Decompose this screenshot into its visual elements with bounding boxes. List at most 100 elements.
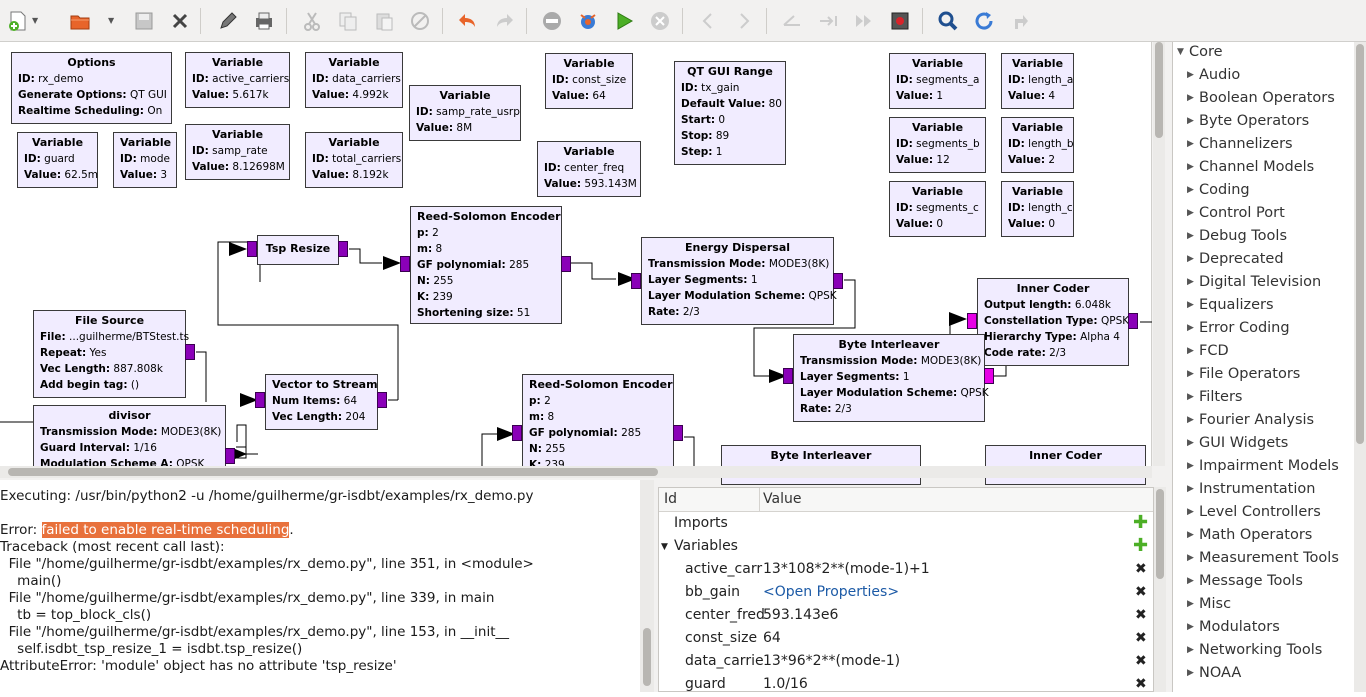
- collapse-triangle-icon[interactable]: ▶: [1187, 300, 1194, 310]
- screenshot-icon[interactable]: [886, 7, 914, 35]
- new-document-icon[interactable]: [4, 7, 32, 35]
- bypass-icon[interactable]: [850, 7, 878, 35]
- flowgraph-canvas[interactable]: Options ID: rx_demo Generate Options: QT…: [0, 42, 1152, 485]
- open-properties-link[interactable]: <Open Properties>: [763, 584, 900, 600]
- block-variable-const-size[interactable]: Variable ID: const_size Value: 64: [545, 53, 633, 109]
- variables-scrollbar[interactable]: [1154, 487, 1166, 692]
- search-icon[interactable]: [934, 7, 962, 35]
- redo-icon[interactable]: [490, 7, 518, 35]
- collapse-triangle-icon[interactable]: ▶: [1187, 507, 1194, 517]
- output-port[interactable]: [833, 273, 843, 289]
- collapse-triangle-icon[interactable]: ▶: [1187, 668, 1194, 678]
- remove-variable-icon[interactable]: ✖: [1135, 676, 1147, 692]
- input-port[interactable]: [512, 425, 522, 441]
- block-variable-length-a[interactable]: Variable ID: length_a Value: 4: [1001, 53, 1074, 109]
- block-variable-length-c[interactable]: Variable ID: length_c Value: 0: [1001, 181, 1074, 237]
- block-variable-segments-c[interactable]: Variable ID: segments_c Value: 0: [889, 181, 986, 237]
- input-port[interactable]: [783, 368, 793, 384]
- block-variable-active-carriers[interactable]: Variable ID: active_carriers Value: 5.61…: [185, 52, 290, 108]
- collapse-triangle-icon[interactable]: ▶: [1187, 323, 1194, 333]
- close-icon[interactable]: [166, 7, 194, 35]
- block-file-source[interactable]: File Source File: ...guilherme/BTStest.t…: [33, 310, 189, 398]
- input-port[interactable]: [967, 313, 977, 329]
- block-variable-samp-rate[interactable]: Variable ID: samp_rate Value: 8.12698M: [185, 124, 290, 180]
- block-byte-interleaver-2[interactable]: Byte Interleaver: [721, 445, 921, 485]
- block-variable-samp-rate-usrp[interactable]: Variable ID: samp_rate_usrp Value: 8M: [409, 85, 521, 141]
- delete-icon[interactable]: [406, 7, 434, 35]
- remove-variable-icon[interactable]: ✖: [1135, 653, 1147, 669]
- block-variable-mode[interactable]: Variable ID: mode Value: 3: [113, 132, 177, 188]
- open-dropdown-chevron-icon[interactable]: ▼: [108, 16, 115, 25]
- variable-row[interactable]: active_carr 13*108*2**(mode-1)+1 ✖: [659, 559, 1155, 582]
- collapse-triangle-icon[interactable]: ▶: [1187, 70, 1194, 80]
- undo-icon[interactable]: [454, 7, 482, 35]
- collapse-triangle-icon[interactable]: ▶: [1187, 231, 1194, 241]
- canvas-vertical-scrollbar[interactable]: [1153, 42, 1165, 466]
- collapse-triangle-icon[interactable]: ▶: [1187, 93, 1194, 103]
- input-port[interactable]: [255, 392, 265, 408]
- remove-variable-icon[interactable]: ✖: [1135, 607, 1147, 623]
- block-variable-data-carriers[interactable]: Variable ID: data_carriers Value: 4.992k: [305, 52, 403, 108]
- canvas-horizontal-scrollbar[interactable]: [0, 466, 1152, 478]
- print-icon[interactable]: [250, 7, 278, 35]
- output-port[interactable]: [338, 241, 348, 257]
- library-scrollbar[interactable]: [1354, 42, 1366, 692]
- rotate-left-icon[interactable]: [778, 7, 806, 35]
- block-options[interactable]: Options ID: rx_demo Generate Options: QT…: [11, 52, 172, 124]
- variable-row[interactable]: const_size 64 ✖: [659, 628, 1155, 651]
- console-output[interactable]: Executing: /usr/bin/python2 -u /home/gui…: [0, 480, 640, 692]
- collapse-triangle-icon[interactable]: ▶: [1187, 392, 1194, 402]
- column-header-value[interactable]: Value: [763, 491, 802, 507]
- back-icon[interactable]: [694, 7, 722, 35]
- output-port[interactable]: [561, 256, 571, 272]
- collapse-triangle-icon[interactable]: ▶: [1187, 438, 1194, 448]
- block-tsp-resize[interactable]: Tsp Resize: [257, 235, 339, 265]
- paste-icon[interactable]: [370, 7, 398, 35]
- remove-variable-icon[interactable]: ✖: [1135, 630, 1147, 646]
- tree-row-imports[interactable]: Imports ✚: [659, 512, 1155, 536]
- collapse-triangle-icon[interactable]: ▶: [1187, 622, 1194, 632]
- variables-panel[interactable]: Id Value Imports ✚ ▼ Variables ✚ active_…: [658, 487, 1154, 692]
- block-variable-total-carriers[interactable]: Variable ID: total_carriers Value: 8.192…: [305, 132, 403, 188]
- collapse-triangle-icon[interactable]: ▶: [1187, 576, 1194, 586]
- input-port[interactable]: [247, 241, 257, 257]
- input-port[interactable]: [631, 273, 641, 289]
- block-vector-to-stream[interactable]: Vector to Stream Num Items: 64 Vec Lengt…: [265, 374, 378, 430]
- collapse-triangle-icon[interactable]: ▶: [1187, 484, 1194, 494]
- collapse-triangle-icon[interactable]: ▶: [1187, 530, 1194, 540]
- variable-row[interactable]: guard 1.0/16 ✖: [659, 674, 1155, 697]
- enable-block-icon[interactable]: [574, 7, 602, 35]
- reload-icon[interactable]: [970, 7, 998, 35]
- remove-variable-icon[interactable]: ✖: [1135, 561, 1147, 577]
- collapse-triangle-icon[interactable]: ▶: [1187, 415, 1194, 425]
- collapse-triangle-icon[interactable]: ▶: [1187, 346, 1194, 356]
- block-variable-guard[interactable]: Variable ID: guard Value: 62.5m: [17, 132, 98, 188]
- expand-triangle-icon[interactable]: ▼: [1177, 47, 1184, 57]
- collapse-triangle-icon[interactable]: ▶: [1187, 599, 1194, 609]
- block-inner-coder-2[interactable]: Inner Coder: [985, 445, 1146, 485]
- collapse-triangle-icon[interactable]: ▶: [1187, 369, 1194, 379]
- collapse-triangle-icon[interactable]: ▶: [1187, 461, 1194, 471]
- pencil-icon[interactable]: [214, 7, 242, 35]
- block-byte-interleaver-1[interactable]: Byte Interleaver Transmission Mode: MODE…: [793, 334, 989, 422]
- collapse-triangle-icon[interactable]: ▶: [1187, 208, 1194, 218]
- redo-block-icon[interactable]: [1006, 7, 1034, 35]
- block-variable-length-b[interactable]: Variable ID: length_b Value: 2: [1001, 117, 1074, 173]
- collapse-triangle-icon[interactable]: ▶: [1187, 116, 1194, 126]
- collapse-triangle-icon[interactable]: ▶: [1187, 553, 1194, 563]
- variable-row[interactable]: data_carrie 13*96*2**(mode-1) ✖: [659, 651, 1155, 674]
- block-energy-dispersal[interactable]: Energy Dispersal Transmission Mode: MODE…: [641, 237, 837, 325]
- output-port[interactable]: [673, 425, 683, 441]
- open-folder-icon[interactable]: [66, 7, 94, 35]
- column-header-id[interactable]: Id: [664, 491, 678, 507]
- kill-icon[interactable]: [646, 7, 674, 35]
- variable-row[interactable]: bb_gain <Open Properties> ✖: [659, 582, 1155, 605]
- forward-icon[interactable]: [730, 7, 758, 35]
- block-variable-segments-a[interactable]: Variable ID: segments_a Value: 1: [889, 53, 986, 109]
- add-variable-icon[interactable]: ✚: [1133, 535, 1149, 556]
- save-icon[interactable]: [130, 7, 158, 35]
- console-scrollbar[interactable]: [640, 480, 654, 692]
- execute-icon[interactable]: [610, 7, 638, 35]
- cut-icon[interactable]: [298, 7, 326, 35]
- rotate-right-icon[interactable]: [814, 7, 842, 35]
